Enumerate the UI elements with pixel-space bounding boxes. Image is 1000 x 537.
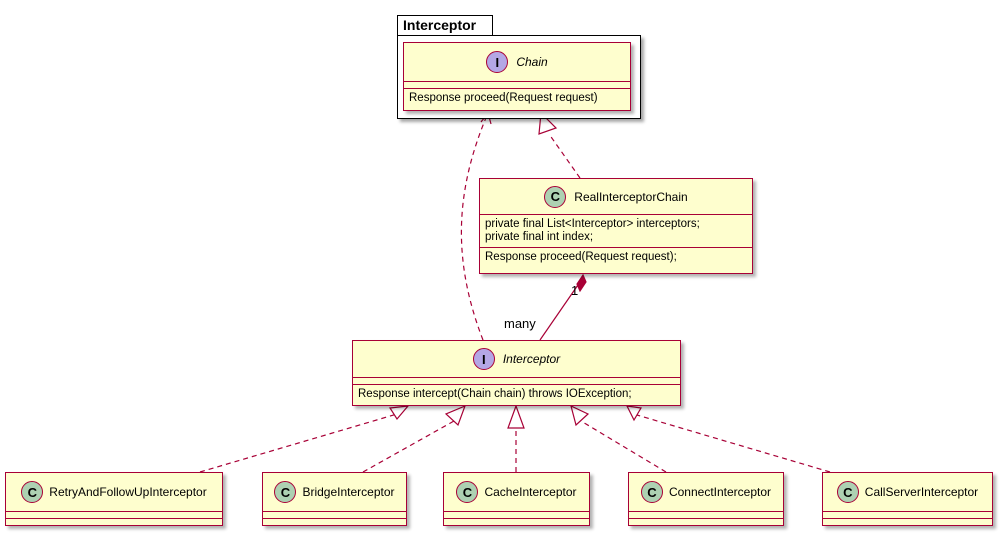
realization-bridge-head: [444, 404, 467, 427]
methods-section: [629, 518, 783, 525]
fields-section: [444, 511, 589, 518]
class-chain: I Chain Response proceed(Request request…: [403, 42, 631, 111]
fields-section: [263, 511, 406, 518]
fields-section: [404, 81, 630, 88]
composition-diamond: [576, 273, 587, 293]
class-name: ConnectInterceptor: [668, 485, 772, 499]
composition-line: [539, 281, 581, 341]
realization-retry-head: [388, 405, 410, 421]
class-retry-and-follow-up-interceptor: C RetryAndFollowUpInterceptor: [5, 472, 223, 526]
methods-section: [263, 518, 406, 525]
realization-connect-head: [570, 404, 590, 427]
class-name: CallServerInterceptor: [864, 485, 979, 499]
dependency-interceptor-to-chain: [460, 112, 489, 341]
class-badge: C: [21, 481, 44, 503]
methods-section: [444, 518, 589, 525]
class-name: Interceptor: [502, 352, 561, 366]
realization-bridge: [362, 420, 455, 473]
class-cache-interceptor: C CacheInterceptor: [443, 472, 590, 526]
interface-badge: I: [486, 51, 509, 73]
methods-section: [6, 518, 222, 525]
field: private final int index;: [485, 231, 594, 243]
realization-cache-head: [507, 404, 525, 429]
realization-realchain-to-chain: [548, 133, 581, 179]
class-name: BridgeInterceptor: [302, 485, 395, 499]
class-badge: C: [456, 481, 479, 503]
methods-section: [823, 518, 992, 525]
fields-section: [353, 377, 680, 384]
multiplicity-source: 1: [571, 283, 579, 298]
class-interceptor: I Interceptor Response intercept(Chain c…: [352, 340, 681, 406]
realization-retry: [199, 413, 398, 473]
package-tab: Interceptor: [397, 15, 493, 36]
interface-badge: I: [472, 348, 495, 370]
class-badge: C: [274, 481, 297, 503]
class-name: Chain: [516, 55, 548, 69]
class-real-interceptor-chain: C RealInterceptorChain private final Lis…: [479, 178, 753, 274]
class-bridge-interceptor: C BridgeInterceptor: [262, 472, 407, 526]
realization-callserver: [636, 414, 831, 473]
class-name: RetryAndFollowUpInterceptor: [49, 485, 207, 499]
fields-section: private final List<Interceptor> intercep…: [480, 214, 752, 247]
field: private final List<Interceptor> intercep…: [485, 218, 700, 230]
realization-callserver-head: [625, 405, 642, 422]
class-call-server-interceptor: C CallServerInterceptor: [822, 472, 993, 526]
fields-section: [823, 511, 992, 518]
class-name: CacheInterceptor: [484, 485, 577, 499]
class-badge: C: [544, 185, 567, 208]
class-badge: C: [640, 481, 663, 503]
method: Response proceed(Request request): [404, 88, 630, 108]
class-badge: C: [836, 481, 859, 503]
class-name: RealInterceptorChain: [574, 189, 688, 204]
method: Response intercept(Chain chain) throws I…: [353, 384, 680, 404]
method: Response proceed(Request request);: [480, 247, 752, 267]
multiplicity-target: many: [504, 316, 536, 331]
fields-section: [6, 511, 222, 518]
class-connect-interceptor: C ConnectInterceptor: [628, 472, 784, 526]
fields-section: [629, 511, 783, 518]
realization-connect: [580, 420, 667, 473]
